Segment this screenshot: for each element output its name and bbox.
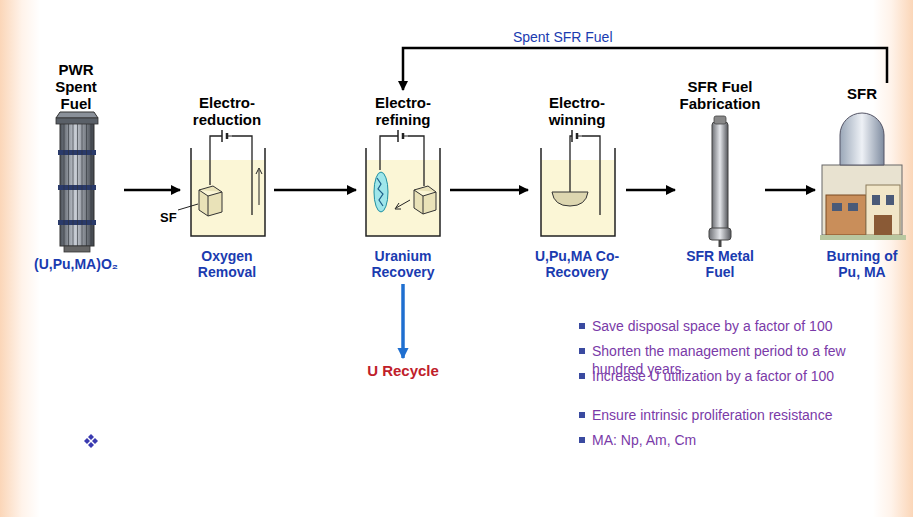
process-step: Electro-refiningUranium Recovery — [358, 94, 448, 280]
process-step: SFR Fuel FabricationSFR Metal Fuel — [677, 78, 763, 280]
process-step: Electro-winningU,Pu,MA Co-Recovery — [530, 94, 624, 280]
step-heading: PWR Spent Fuel — [40, 61, 112, 112]
flow-arrow — [765, 189, 815, 192]
metal-fuel-rod — [709, 116, 731, 247]
step-heading: Electro-reduction — [182, 94, 272, 128]
electrorefining-cell — [366, 130, 440, 236]
electrowinning-cell — [541, 130, 615, 236]
electroreduction-cell — [178, 130, 265, 236]
step-caption: Oxygen Removal — [182, 248, 272, 280]
step-heading: SFR Fuel Fabrication — [677, 78, 763, 112]
output-label: U Recycle — [355, 362, 451, 379]
flow-arrow — [274, 189, 356, 192]
step-caption: Uranium Recovery — [358, 248, 448, 280]
flow-arrow — [124, 189, 180, 192]
output-arrow — [401, 284, 405, 358]
fuel-assembly — [56, 112, 98, 252]
step-heading: U Recycle — [367, 362, 439, 379]
step-heading: Electro-refining — [358, 94, 448, 128]
step-heading: SFR — [847, 85, 877, 102]
edge-label: Spent SFR Fuel — [513, 29, 613, 45]
bullet-marks — [579, 323, 585, 443]
step-heading: Electro-winning — [530, 94, 624, 128]
diamond-bullet — [84, 434, 98, 448]
step-caption: U,Pu,MA Co-Recovery — [530, 248, 624, 280]
sfr-plant — [820, 113, 906, 240]
bullet-note: Increase U utilization by a factor of 10… — [592, 367, 882, 385]
flow-arrow — [403, 48, 887, 90]
step-caption: SFR Metal Fuel — [677, 248, 763, 280]
bullet-note: Save disposal space by a factor of 100 — [592, 317, 892, 335]
part-label: SF — [160, 210, 184, 225]
reactor: SFR Burning of Pu, MA — [817, 85, 907, 280]
flow-arrow — [626, 189, 675, 192]
bullet-note: Ensure intrinsic proliferation resistanc… — [592, 406, 892, 424]
fuel-source: PWR Spent Fuel (U,Pu,MA)O₂ — [30, 61, 122, 272]
flow-arrow — [450, 189, 528, 192]
step-caption: Burning of Pu, MA — [817, 248, 907, 280]
process-step: Electro-reductionOxygen Removal — [182, 94, 272, 280]
bullet-note: MA: Np, Am, Cm — [592, 431, 892, 449]
step-caption: (U,Pu,MA)O₂ — [34, 256, 118, 272]
